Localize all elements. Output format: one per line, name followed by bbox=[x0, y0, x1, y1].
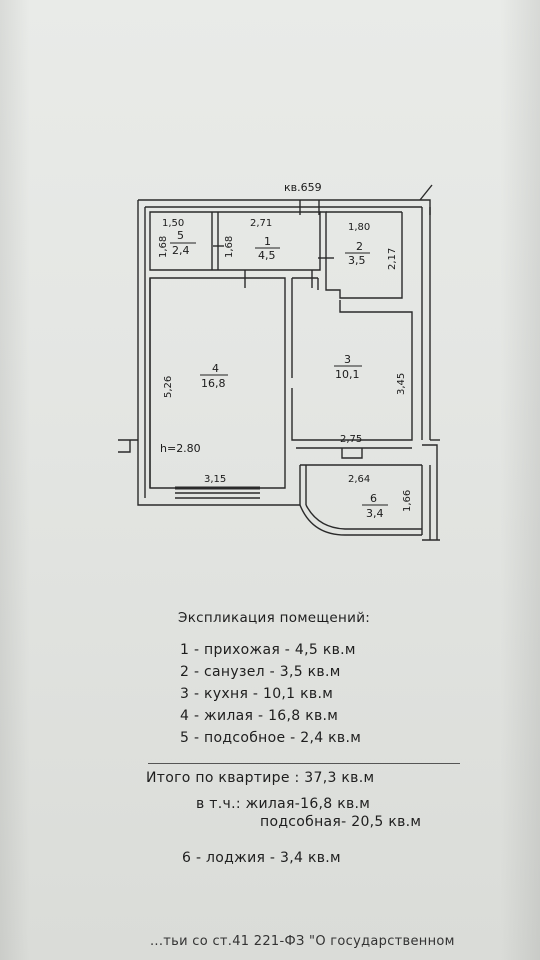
dim-3-45: 3,45 bbox=[396, 373, 407, 395]
explication-item-1: 1 - прихожая - 4,5 кв.м bbox=[180, 642, 356, 658]
apartment-number: кв.659 bbox=[284, 181, 322, 194]
total-area: Итого по квартире : 37,3 кв.м bbox=[146, 770, 375, 786]
utility-area-included: подсобная- 20,5 кв.м bbox=[260, 814, 422, 830]
dim-1-80: 1,80 bbox=[348, 222, 370, 233]
explication-item-5: 5 - подсобное - 2,4 кв.м bbox=[180, 730, 362, 746]
dim-1-66: 1,66 bbox=[402, 490, 413, 512]
paper-shadow-left bbox=[0, 0, 30, 960]
loggia-area: 6 - лоджия - 3,4 кв.м bbox=[182, 850, 341, 866]
dim-2-71: 2,71 bbox=[250, 218, 272, 229]
footer-legal-text: ...тьи со ст.41 221-ФЗ "О государственно… bbox=[150, 934, 455, 949]
room-5-area: 2,4 bbox=[172, 244, 190, 257]
living-area-included: в т.ч.: жилая-16,8 кв.м bbox=[196, 796, 371, 812]
dim-1-68-mid: 1,68 bbox=[224, 236, 235, 258]
explication-item-2: 2 - санузел - 3,5 кв.м bbox=[180, 664, 341, 680]
dim-5-26: 5,26 bbox=[163, 376, 174, 398]
room-6-area: 3,4 bbox=[366, 507, 384, 520]
explication-title: Экспликация помещений: bbox=[178, 610, 371, 626]
floor-plan: кв.659 1,50 5 2,4 1,68 2,71 1,68 1 4,5 1… bbox=[118, 181, 440, 541]
explication-item-4: 4 - жилая - 16,8 кв.м bbox=[180, 708, 339, 724]
room-4-number: 4 bbox=[212, 362, 219, 375]
dim-2-64: 2,64 bbox=[348, 474, 370, 485]
dim-3-15: 3,15 bbox=[204, 474, 226, 485]
ceiling-height: h=2.80 bbox=[160, 442, 201, 455]
room-3-number: 3 bbox=[344, 353, 351, 366]
dim-1-50: 1,50 bbox=[162, 218, 184, 229]
room-2-number: 2 bbox=[356, 240, 363, 253]
room-6-number: 6 bbox=[370, 492, 377, 505]
separator-line bbox=[148, 763, 460, 764]
dim-1-68-left: 1,68 bbox=[158, 236, 169, 258]
room-4-area: 16,8 bbox=[201, 377, 226, 390]
paper-shadow-right bbox=[500, 0, 540, 960]
room-5-number: 5 bbox=[177, 229, 184, 242]
room-1-number: 1 bbox=[264, 235, 271, 248]
room-3-area: 10,1 bbox=[335, 368, 360, 381]
dim-2-75: 2,75 bbox=[340, 434, 362, 445]
dim-2-17: 2,17 bbox=[387, 248, 398, 270]
room-2-area: 3,5 bbox=[348, 254, 366, 267]
room-1-area: 4,5 bbox=[258, 249, 276, 262]
explication-item-3: 3 - кухня - 10,1 кв.м bbox=[180, 686, 334, 702]
